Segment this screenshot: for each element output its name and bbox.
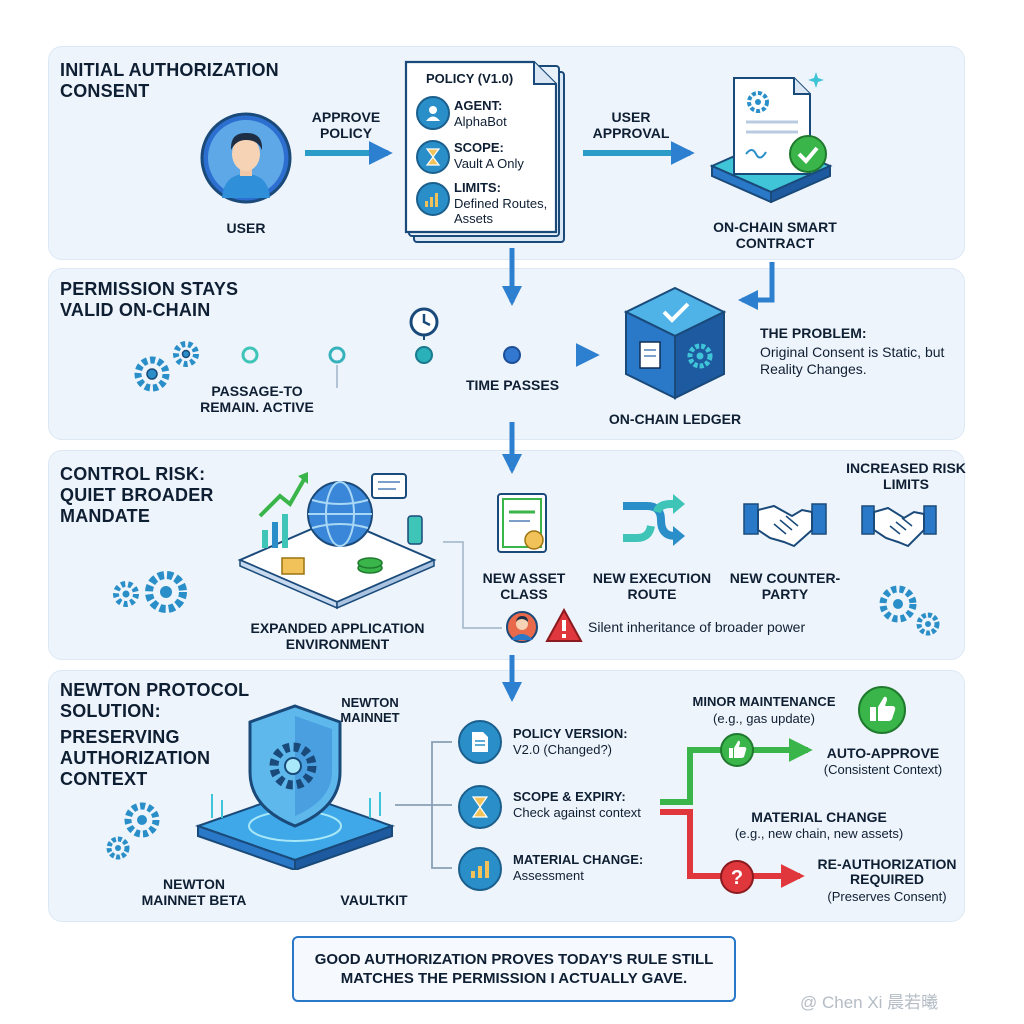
approve-policy-label: APPROVE POLICY [311, 109, 381, 141]
limits-value: Defined Routes, Assets [454, 196, 548, 226]
shield-gear-icon [190, 700, 400, 872]
thumbs-up-icon [720, 733, 754, 767]
check-scope-expiry-text: Check against context [513, 805, 641, 820]
smart-contract-icon [706, 68, 836, 204]
problem-title: THE PROBLEM: [760, 325, 867, 341]
auto-approve-text: (Consistent Context) [823, 762, 943, 777]
section-3-title: CONTROL RISK: QUIET BROADER MANDATE [60, 464, 214, 526]
hourglass-icon [458, 785, 502, 829]
minor-maintenance-title: MINOR MAINTENANCE [692, 694, 836, 709]
reauthorization-text: (Preserves Consent) [827, 889, 947, 904]
clock-icon [408, 306, 440, 338]
minor-maintenance-text: (e.g., gas update) [713, 711, 815, 726]
gear-icon [130, 336, 208, 396]
svg-text:?: ? [731, 867, 743, 889]
problem-text: Original Consent is Static, but Reality … [760, 344, 945, 377]
user-approval-label: USER APPROVAL [592, 109, 670, 141]
scope-label: SCOPE: [454, 140, 504, 155]
material-change-title: MATERIAL CHANGE [751, 809, 887, 825]
check-material-change-title: MATERIAL CHANGE: [513, 852, 644, 867]
scope-value: Vault A Only [454, 156, 524, 171]
reauthorization-title: RE-AUTHORIZATION REQUIRED [817, 856, 957, 887]
bar-chart-icon [458, 847, 502, 891]
warning-icon [545, 607, 583, 644]
agent-label: AGENT: [454, 98, 503, 113]
vaultkit-label: VAULTKIT [340, 892, 408, 908]
passage-label: PASSAGE-TO REMAIN. ACTIVE [200, 383, 314, 415]
check-material-change-text: Assessment [513, 868, 584, 883]
footer-quote-box: GOOD AUTHORIZATION PROVES TODAY'S RULE S… [292, 936, 736, 1002]
material-change-text: (e.g., new chain, new assets) [734, 826, 904, 841]
handshake-icon [740, 494, 830, 552]
increased-risk-label: INCREASED RISK LIMITS [846, 460, 966, 492]
expanded-environment-illustration [232, 460, 442, 610]
user-avatar-icon [505, 610, 539, 644]
agent-icon [416, 96, 450, 130]
time-passes-label: TIME PASSES [465, 377, 560, 393]
thumbs-up-icon [858, 686, 906, 734]
agent-value: AlphaBot [454, 114, 507, 129]
gear-icon [108, 566, 198, 624]
check-policy-version-title: POLICY VERSION: [513, 726, 628, 741]
new-asset-class-label: NEW ASSET CLASS [482, 570, 566, 602]
user-label: USER [226, 220, 266, 236]
silent-inheritance-text: Silent inheritance of broader power [588, 619, 806, 635]
expanded-environment-label: EXPANDED APPLICATION ENVIRONMENT [250, 620, 425, 652]
section-control-risk [48, 450, 965, 660]
gear-icon [98, 796, 168, 864]
document-icon [458, 720, 502, 764]
globe-icon [307, 481, 373, 547]
route-arrows-icon [617, 490, 687, 554]
policy-document: POLICY (V1.0) AGENT: AlphaBot SCOPE: Vau… [404, 60, 569, 246]
section-4-subtitle: PRESERVING AUTHORIZATION CONTEXT [60, 727, 211, 789]
policy-title: POLICY (V1.0) [426, 71, 514, 86]
section-4-title: NEWTON PROTOCOL SOLUTION: [60, 680, 250, 721]
newton-mainnet-label: NEWTON MAINNET [340, 695, 400, 725]
user-avatar-icon [200, 112, 292, 204]
question-icon: ? [720, 860, 754, 894]
hourglass-icon [416, 140, 450, 174]
gear-icon [874, 580, 944, 640]
limits-label: LIMITS: [454, 180, 501, 195]
watermark: @ Chen Xi 晨若曦 [800, 993, 939, 1012]
new-execution-route-label: NEW EXECUTION ROUTE [592, 570, 712, 602]
section-2-title: PERMISSION STAYS VALID ON-CHAIN [60, 279, 239, 320]
certificate-icon [494, 490, 554, 560]
footer-quote: GOOD AUTHORIZATION PROVES TODAY'S RULE S… [314, 951, 714, 987]
auto-approve-title: AUTO-APPROVE [826, 745, 940, 761]
bar-chart-icon [416, 182, 450, 216]
section-1-title: INITIAL AUTHORIZATION CONSENT [60, 60, 279, 101]
smart-contract-label: ON-CHAIN SMART CONTRACT [713, 219, 837, 251]
check-scope-expiry-title: SCOPE & EXPIRY: [513, 789, 626, 804]
handshake-icon [860, 496, 938, 552]
ledger-label: ON-CHAIN LEDGER [608, 411, 742, 427]
section-newton-solution [48, 670, 965, 922]
new-counterparty-label: NEW COUNTER-PARTY [729, 570, 841, 602]
check-policy-version-text: V2.0 (Changed?) [513, 742, 613, 757]
cube-ledger-icon [620, 284, 730, 402]
newton-mainnet-beta-label: NEWTON MAINNET BETA [141, 876, 247, 908]
